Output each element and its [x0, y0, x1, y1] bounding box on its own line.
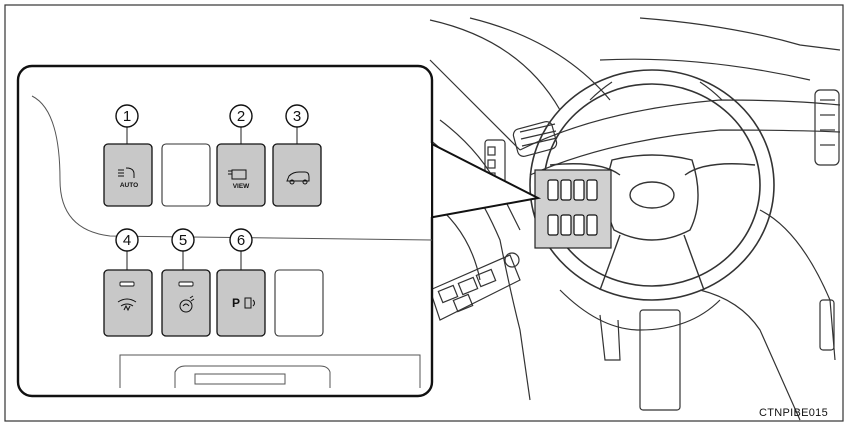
- windshield-deicer-icon: [117, 298, 137, 312]
- callout-5: 5: [171, 228, 195, 252]
- callout-2-label: 2: [237, 108, 245, 125]
- callout-4-label: 4: [123, 232, 131, 249]
- button-2-camera-view[interactable]: VIEW: [216, 143, 266, 207]
- zoom-pointer: [427, 141, 542, 219]
- button-4-windshield-deicer[interactable]: [103, 269, 153, 337]
- blank-switch-2: [274, 269, 324, 337]
- view-label: VIEW: [233, 183, 250, 190]
- button-6-parking-sensor[interactable]: P: [216, 269, 266, 337]
- button-3-vehicle-height[interactable]: [272, 143, 322, 207]
- parking-sensor-icon: [244, 297, 255, 309]
- callout-1: 1: [115, 104, 139, 128]
- indicator-light: [119, 281, 135, 287]
- callout-6-label: 6: [237, 232, 245, 249]
- callout-2: 2: [229, 104, 253, 128]
- callout-6: 6: [229, 228, 253, 252]
- figure-code: CTNPIBE015: [758, 407, 828, 419]
- button-1-headlight-auto[interactable]: AUTO: [103, 143, 153, 207]
- camera-view-icon: [228, 169, 247, 180]
- callout-3: 3: [285, 104, 309, 128]
- parking-p-label: P: [232, 296, 240, 310]
- auto-label: AUTO: [120, 182, 138, 189]
- dashboard-illustration: [429, 17, 841, 421]
- callout-5-label: 5: [179, 232, 187, 249]
- callout-1-label: 1: [123, 108, 131, 125]
- callout-3-label: 3: [293, 108, 301, 125]
- indicator-light: [178, 281, 194, 287]
- callout-4: 4: [115, 228, 139, 252]
- outer-border: [4, 4, 844, 422]
- zoom-panel: [16, 64, 434, 398]
- leader-lines: [126, 127, 298, 270]
- button-5-seat-heater[interactable]: [161, 269, 211, 337]
- seat-heater-icon: [179, 295, 195, 313]
- blank-switch-1: [161, 143, 211, 207]
- switch-panel-highlight: [534, 169, 612, 249]
- vehicle-height-icon: [286, 171, 310, 185]
- headlight-auto-icon: [118, 167, 135, 178]
